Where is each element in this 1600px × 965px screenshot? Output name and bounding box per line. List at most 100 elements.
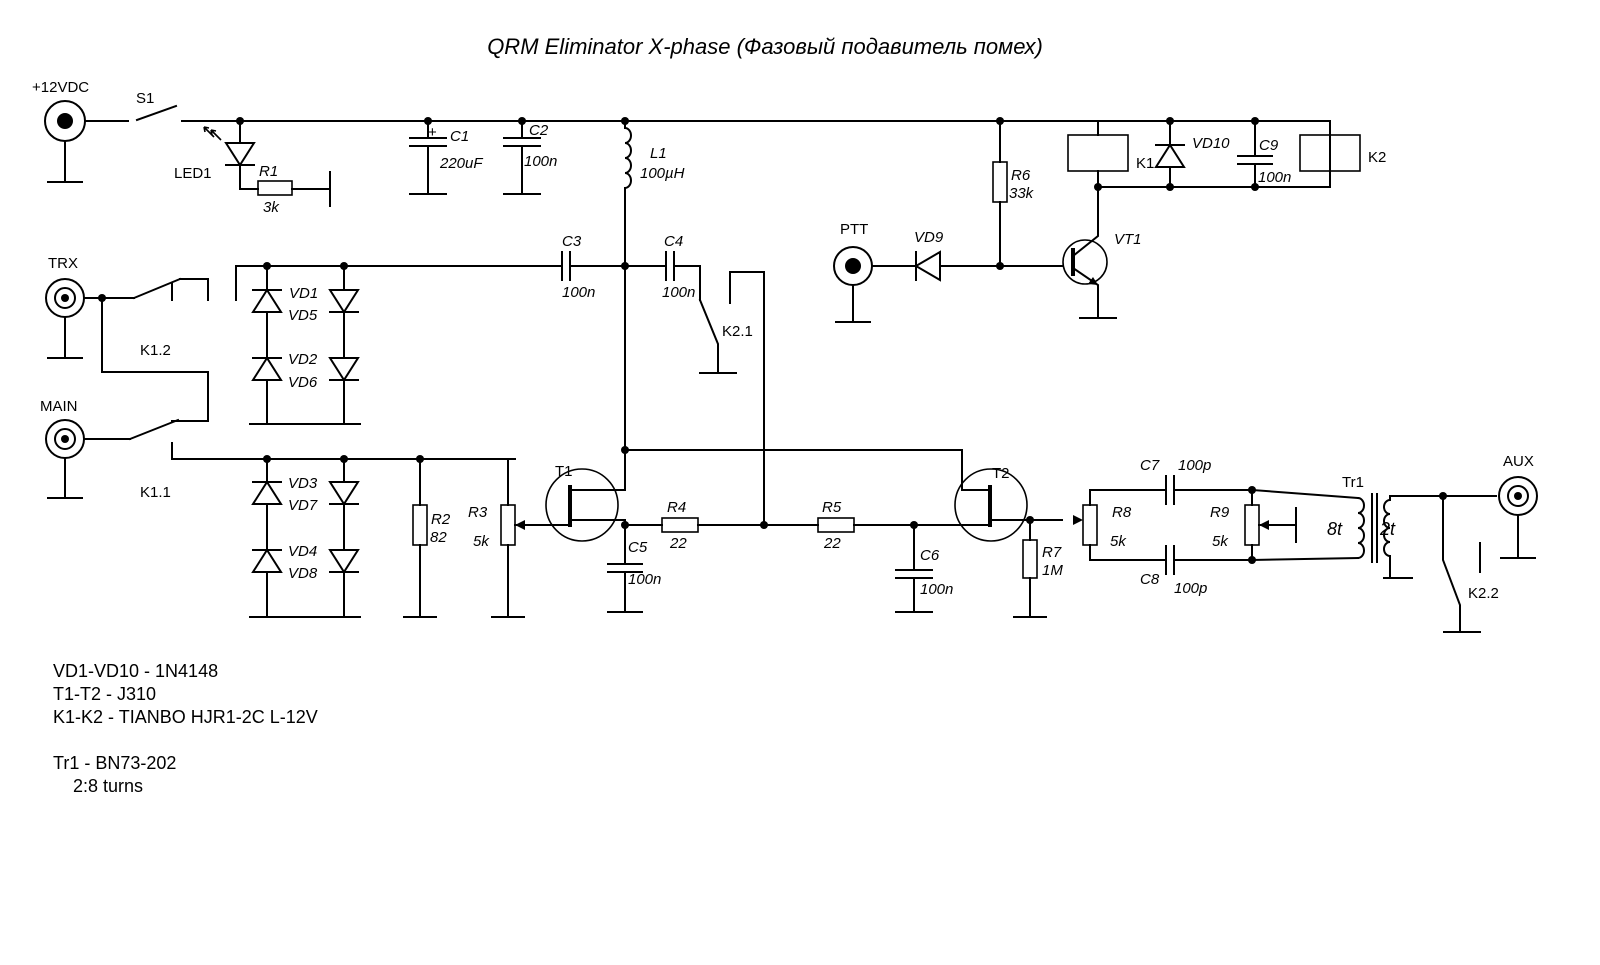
vd7-diode: [328, 481, 360, 506]
r5-value: 22: [823, 535, 841, 552]
t2-label: T2: [992, 465, 1010, 482]
vd6-label: VD6: [288, 374, 318, 391]
tr1-secondary-turns: 2t: [1379, 519, 1396, 539]
k1-1-contact: [128, 418, 516, 460]
k1-2-contact: [132, 277, 209, 301]
k2-2-contact: [1442, 495, 1481, 633]
r6-label: R6: [1011, 167, 1031, 184]
l1-value: 100µH: [640, 165, 685, 182]
note-line: Tr1 - BN73-202: [53, 753, 177, 773]
c6-label: C6: [920, 547, 940, 564]
c7-label: C7: [1140, 457, 1160, 474]
led1-light-arrows: [203, 126, 222, 141]
vd3-diode: [251, 480, 283, 505]
c7-value: 100p: [1178, 457, 1211, 474]
note-line: K1-K2 - TIANBO HJR1-2C L-12V: [53, 707, 318, 727]
r5-resistor: [817, 517, 855, 533]
tr1-label: Tr1: [1342, 474, 1364, 491]
r6-resistor: [992, 161, 1008, 203]
vd1-label: VD1: [289, 285, 318, 302]
tr1-primary-turns: 8t: [1327, 519, 1343, 539]
parts-notes: VD1-VD10 - 1N4148 T1-T2 - J310 K1-K2 - T…: [53, 660, 318, 798]
k1-coil: [1067, 134, 1129, 172]
vd7-label: VD7: [288, 497, 318, 514]
led1-diode: [224, 142, 256, 167]
r3-potentiometer: [500, 504, 516, 546]
vd4-label: VD4: [288, 543, 317, 560]
r1-resistor: [257, 180, 293, 196]
r1-label: R1: [259, 163, 278, 180]
c1-value: 220uF: [439, 155, 483, 172]
vd8-diode: [328, 549, 360, 574]
diagram-title: QRM Eliminator X-phase (Фазовый подавите…: [487, 34, 1043, 59]
c8-value: 100p: [1174, 580, 1207, 597]
l1-inductor: [623, 126, 632, 190]
c3-value: 100n: [562, 284, 595, 301]
c9-value: 100n: [1258, 169, 1291, 186]
vd3-label: VD3: [288, 475, 318, 492]
c8-label: C8: [1140, 571, 1160, 588]
r3-label: R3: [468, 504, 488, 521]
r9-value: 5k: [1212, 533, 1229, 550]
l1-label: L1: [650, 145, 667, 162]
r7-label: R7: [1042, 544, 1062, 561]
note-line: 2:8 turns: [53, 776, 144, 796]
amplifier-section: C3 100n C4 100n K2.1 T1 C5 100n R4 22 R5…: [545, 233, 1063, 618]
k1-1-label: K1.1: [140, 484, 171, 501]
t2-jfet: [954, 468, 1028, 542]
main-jack-label: MAIN: [40, 398, 78, 415]
r8-potentiometer: [1082, 504, 1098, 546]
t1-jfet: [545, 468, 619, 542]
r2-resistor: [412, 504, 428, 546]
vd8-label: VD8: [288, 565, 318, 582]
vd5-label: VD5: [288, 307, 318, 324]
r4-value: 22: [669, 535, 687, 552]
c6-value: 100n: [920, 581, 953, 598]
r9-potentiometer: [1244, 504, 1260, 546]
s1-switch: [135, 104, 178, 122]
led1-label: LED1: [174, 165, 212, 182]
c1-label: C1: [450, 128, 469, 145]
k1-label: K1: [1136, 155, 1154, 172]
r4-label: R4: [667, 499, 686, 516]
k2-1-label: K2.1: [722, 323, 753, 340]
s1-label: S1: [136, 90, 154, 107]
ptt-jack-pin: [845, 258, 861, 274]
k2-label: K2: [1368, 149, 1386, 166]
vd4-diode: [251, 548, 283, 573]
t1-label: T1: [555, 463, 573, 480]
r1-value: 3k: [263, 199, 280, 216]
r2-value: 82: [430, 529, 447, 546]
c3-label: C3: [562, 233, 582, 250]
tr1-primary-winding: [1356, 496, 1365, 560]
r8-value: 5k: [1110, 533, 1127, 550]
c4-label: C4: [664, 233, 683, 250]
output-section: R8 5k C7 100p C8 100p R9 5k Tr1 8t 2t K2…: [1073, 453, 1538, 633]
trx-jack-label: TRX: [48, 255, 78, 272]
vd9-diode: [914, 250, 941, 282]
power-jack-pin: [57, 113, 73, 129]
r6-value: 33k: [1009, 185, 1035, 202]
c5-value: 100n: [628, 571, 661, 588]
vd2-label: VD2: [288, 351, 318, 368]
vd6-diode: [328, 357, 360, 382]
vd10-label: VD10: [1192, 135, 1230, 152]
vt1-transistor: [1062, 239, 1108, 285]
c2-label: C2: [529, 122, 549, 139]
ptt-jack-label: PTT: [840, 221, 868, 238]
r4-resistor: [661, 517, 699, 533]
k1-2-label: K1.2: [140, 342, 171, 359]
vt1-label: VT1: [1114, 231, 1142, 248]
r9-label: R9: [1210, 504, 1230, 521]
r7-value: 1M: [1042, 562, 1063, 579]
vd2-diode: [251, 356, 283, 381]
c4-value: 100n: [662, 284, 695, 301]
c2-value: 100n: [524, 153, 557, 170]
c9-label: C9: [1259, 137, 1279, 154]
note-line: T1-T2 - J310: [53, 684, 157, 704]
vd5-diode: [328, 289, 360, 314]
vd1-diode: [251, 288, 283, 313]
aux-jack-label: AUX: [1503, 453, 1534, 470]
c5-label: C5: [628, 539, 648, 556]
